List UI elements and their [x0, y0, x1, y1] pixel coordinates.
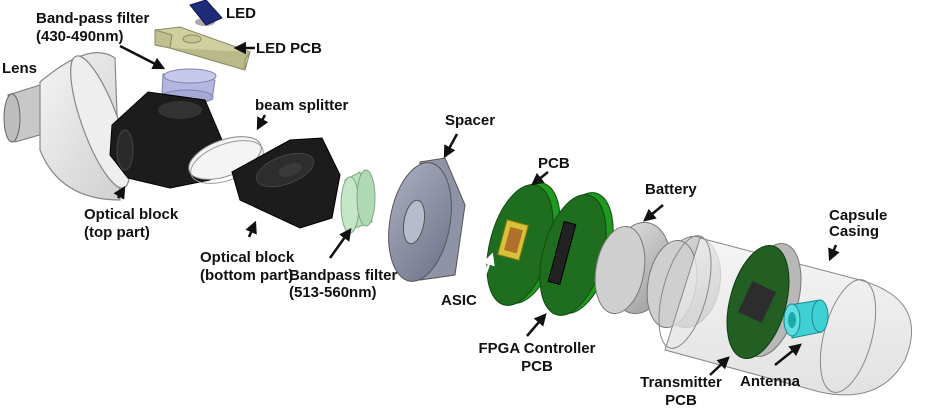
label-lens: Lens	[2, 60, 38, 77]
label-optical-top-line2: (top part)	[84, 224, 150, 241]
label-fpga-line2: PCB	[521, 358, 553, 375]
arrow-optical-bottom	[245, 220, 257, 238]
label-capsule-line1: Capsule	[829, 207, 888, 224]
pcb-asic-board	[486, 182, 561, 306]
label-led: LED	[226, 5, 256, 22]
bandpass-filter-green	[340, 169, 376, 234]
label-bandpass-bottom-line1: Bandpass filter	[289, 267, 398, 284]
arrow-bandpass-bottom	[328, 227, 352, 259]
arrow-asic	[478, 252, 495, 291]
arrow-pcb	[531, 171, 549, 186]
optical-block-bottom	[231, 137, 341, 229]
arrow-bandpass-top	[119, 44, 166, 70]
spacer	[388, 157, 466, 282]
arrow-optical-top	[113, 185, 126, 200]
label-fpga-line1: FPGA Controller	[478, 340, 596, 357]
arrow-beam-splitter	[256, 114, 269, 131]
label-bandpass-bottom-line2: (513-560nm)	[289, 284, 377, 301]
label-optical-bottom-line1: Optical block	[200, 249, 295, 266]
label-antenna: Antenna	[740, 373, 800, 390]
arrow-battery	[643, 204, 664, 222]
arrow-fpga	[526, 313, 547, 337]
label-bandpass-top-line1: Band-pass filter	[36, 10, 150, 27]
label-transmitter-line1: Transmitter	[640, 374, 722, 391]
label-optical-top-line1: Optical block	[84, 206, 179, 223]
antenna	[783, 299, 829, 339]
led	[189, 0, 223, 26]
label-spacer: Spacer	[445, 112, 496, 129]
arrow-antenna	[774, 343, 802, 366]
label-pcb: PCB	[538, 155, 570, 172]
label-optical-bottom-line2: (bottom part)	[200, 267, 294, 284]
label-capsule-line2: Casing	[829, 223, 880, 240]
arrow-spacer	[443, 133, 459, 159]
label-led-pcb: LED PCB	[256, 40, 322, 57]
label-beam-splitter: beam splitter	[255, 97, 349, 114]
label-transmitter-line2: PCB	[665, 392, 697, 409]
label-asic: ASIC	[441, 292, 477, 309]
led-pcb	[154, 26, 251, 71]
leader-arrows	[113, 41, 840, 376]
arrow-transmitter	[709, 356, 730, 376]
label-bandpass-top-line2: (430-490nm)	[36, 28, 124, 45]
label-battery: Battery	[645, 181, 697, 198]
arrow-capsule	[828, 244, 840, 262]
